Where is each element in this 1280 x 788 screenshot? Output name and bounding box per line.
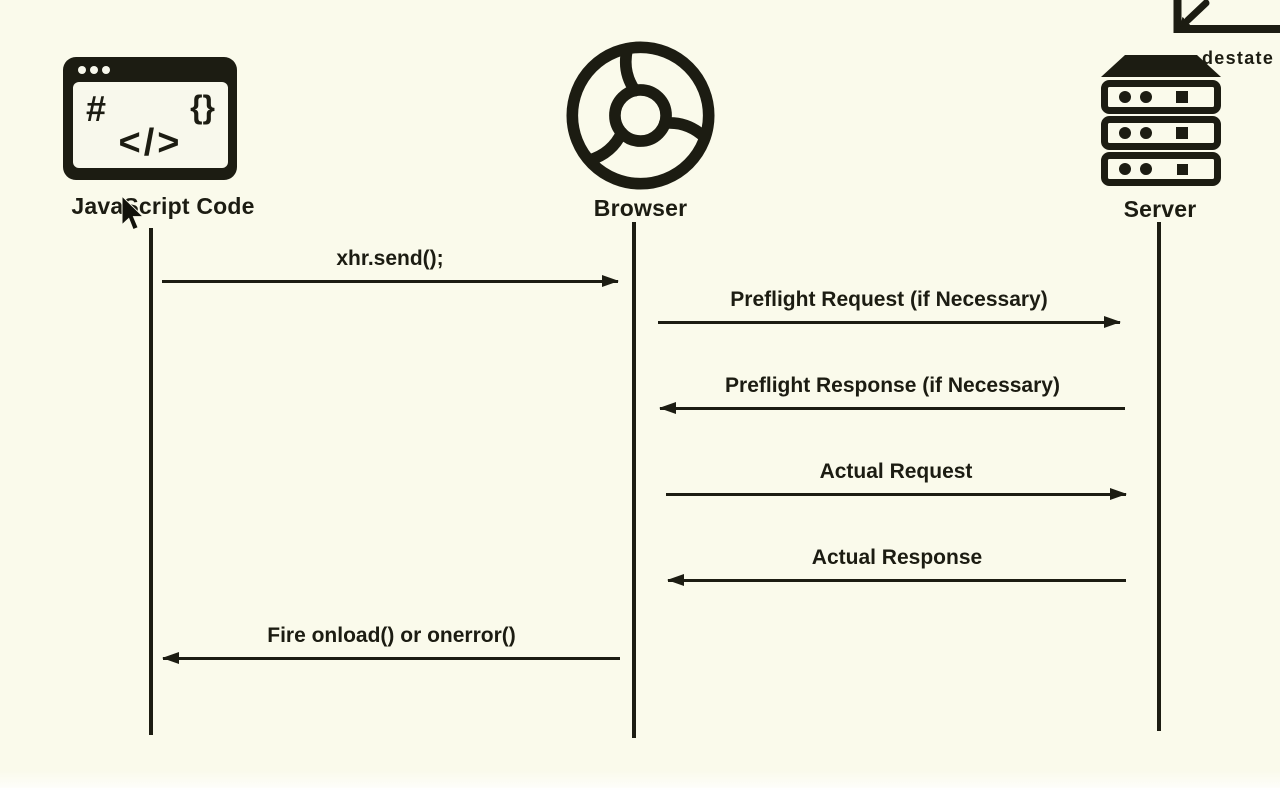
message-label: Preflight Response (if Necessary) (725, 374, 1060, 397)
message-actual-response: Actual Response (668, 546, 1126, 583)
message-label: xhr.send(); (336, 247, 444, 270)
message-arrow-line (668, 578, 1126, 582)
code-window-body: # {} </> (73, 82, 228, 168)
chrome-browser-icon (566, 41, 715, 190)
window-dot (90, 66, 98, 74)
window-dot (78, 66, 86, 74)
message-actual-request: Actual Request (666, 460, 1126, 497)
message-arrow-line (162, 279, 618, 283)
message-fire-onload-onerror: Fire onload() or onerror() (163, 624, 620, 661)
lifeline-browser (632, 222, 636, 738)
message-arrow-line (660, 406, 1125, 410)
watermark-text: destate (1202, 48, 1275, 68)
bottom-light-band (0, 770, 1280, 788)
actor-label-browser: Browser (593, 195, 688, 221)
message-arrow-line (658, 320, 1120, 324)
message-label: Actual Response (811, 546, 983, 569)
lifeline-server (1157, 222, 1161, 731)
code-window-icon: # {} </> (63, 57, 237, 180)
code-tag-glyph: </> (118, 122, 183, 164)
braces-glyph: {} (190, 89, 215, 125)
server-rack-icon (1101, 55, 1221, 186)
message-preflight-response: Preflight Response (if Necessary) (660, 374, 1125, 411)
window-dot (102, 66, 110, 74)
hash-glyph: # (86, 88, 107, 129)
message-preflight-request: Preflight Request (if Necessary) (658, 288, 1120, 325)
message-arrow-line (163, 656, 620, 660)
message-xhr-send: xhr.send(); (162, 247, 618, 284)
message-label: Fire onload() or onerror() (267, 624, 516, 647)
lifeline-javascript-code (149, 228, 153, 735)
mouse-cursor-icon (121, 195, 145, 231)
actor-label-server: Server (1123, 196, 1197, 222)
message-label: Actual Request (819, 460, 973, 483)
message-arrow-line (666, 492, 1126, 496)
watermark-corner-arrow-icon (1173, 0, 1280, 33)
message-label: Preflight Request (if Necessary) (730, 288, 1048, 311)
actor-label-javascript-code: JavaScript Code (71, 193, 255, 219)
